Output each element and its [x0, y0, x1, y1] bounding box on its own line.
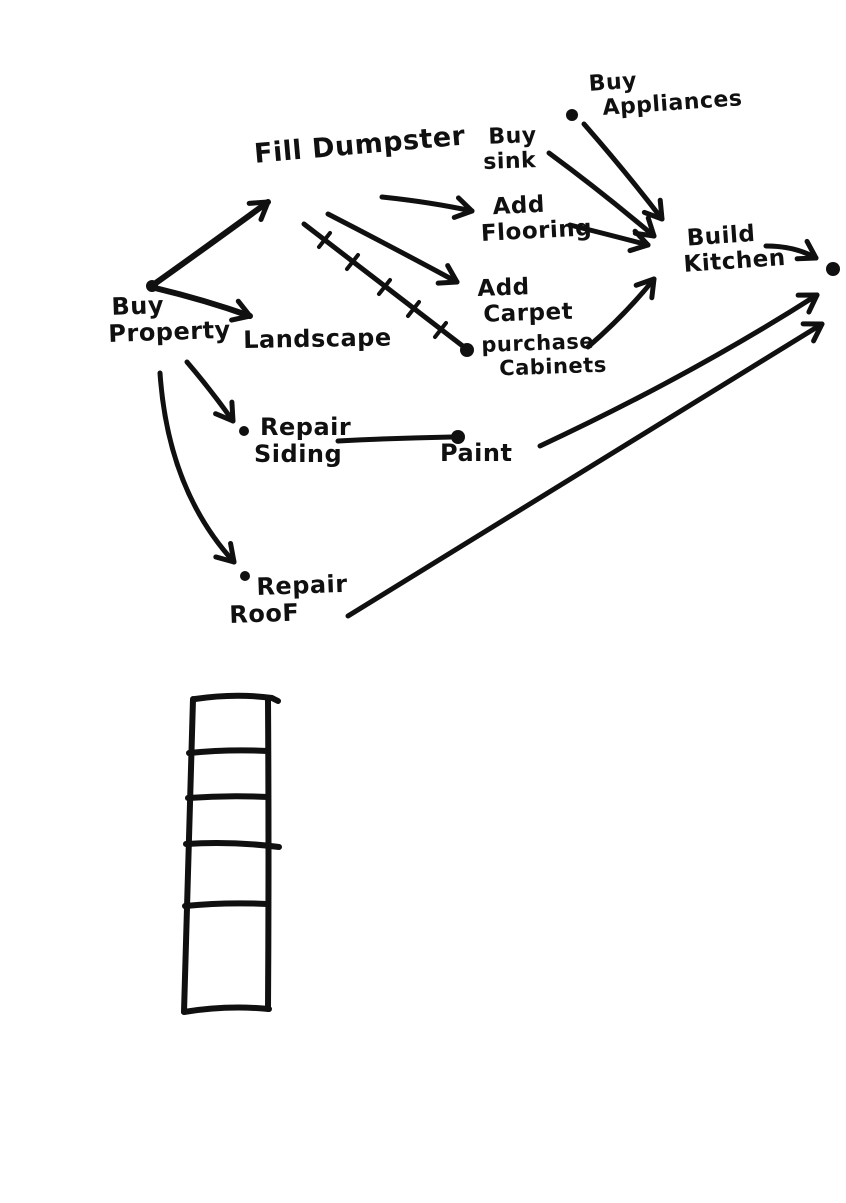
node-paint: Paint [440, 439, 513, 467]
edge-buy-property-to-fill-dumpster [150, 199, 271, 288]
edge-buy-property-to-repair-roof [157, 370, 237, 565]
ladder-rung-3 [183, 840, 282, 850]
ladder-bottom-edge [181, 1004, 272, 1015]
ladder-left-edge [181, 696, 196, 1015]
node-buy-property: Buy Property [107, 291, 232, 348]
ladder-rung-2 [185, 793, 271, 801]
dot-purchase-cabinets [460, 343, 474, 357]
node-add-carpet: Add Carpet [476, 274, 574, 328]
hatch-tick-3 [377, 278, 392, 296]
edge-purchase-cabinets-to-build-kitchen [585, 276, 657, 350]
edge-fill-dumpster-to-add-flooring [379, 194, 475, 220]
dot-buy-appliances [566, 109, 578, 121]
edge-buy-appliances-to-build-kitchen [581, 121, 665, 222]
edge-paint-to-finish [537, 292, 820, 449]
edge-add-flooring-to-build-kitchen [567, 222, 651, 254]
edge-buy-sink-to-build-kitchen [546, 150, 657, 239]
node-repair-siding: Repair Siding [254, 413, 352, 468]
node-buy-sink: Buy sink [482, 123, 538, 175]
hatch-tick-4 [406, 300, 421, 318]
node-repair-roof: Repair RooF [228, 569, 349, 629]
edge-repair-siding-to-paint [335, 434, 455, 444]
ladder-rung-1 [186, 747, 271, 756]
dot-buy-property [146, 280, 158, 292]
ladder-top-edge [192, 692, 281, 704]
hatch-tick-1 [317, 231, 332, 249]
dot-repair-roof [240, 571, 250, 581]
node-landscape: Landscape [242, 323, 392, 354]
ladder-rung-4 [182, 900, 270, 909]
edge-repair-roof-to-finish [345, 321, 825, 619]
edge-buy-property-to-repair-siding [184, 359, 236, 424]
edge-build-kitchen-to-finish [763, 238, 819, 262]
dot-repair-siding [239, 426, 249, 436]
dot-finish [826, 262, 840, 276]
edge-buy-property-to-landscape [152, 285, 253, 323]
hatch-tick-5 [433, 321, 448, 339]
dot-paint [451, 430, 465, 444]
node-add-flooring: Add Flooring [480, 191, 593, 247]
hatch-tick-2 [345, 253, 360, 271]
ladder-right-edge [265, 697, 272, 1012]
edge-fill-dumpster-to-add-carpet [325, 211, 460, 286]
node-purchase-cabinets: purchase Cabinets [480, 329, 608, 380]
node-build-kitchen: Build Kitchen [682, 220, 787, 278]
